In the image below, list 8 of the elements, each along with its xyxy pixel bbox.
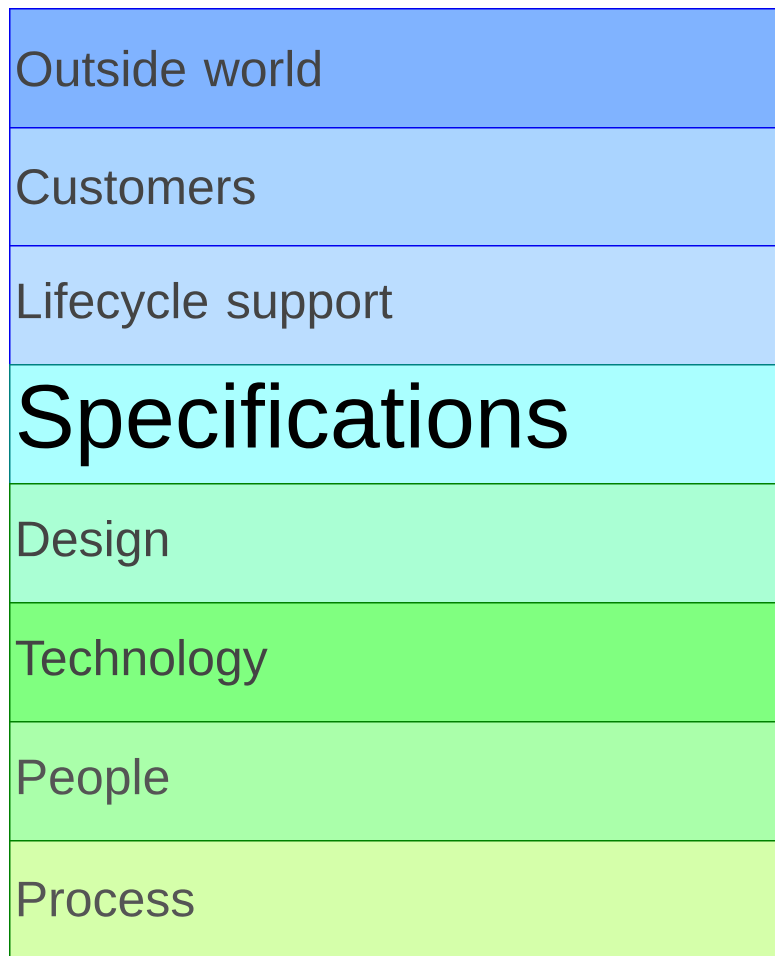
band: Customers <box>9 127 775 246</box>
band: People <box>9 721 775 842</box>
band: Outside world <box>9 8 775 128</box>
band: Technology <box>9 602 775 722</box>
band: Lifecycle support <box>9 245 775 366</box>
band: Process <box>9 840 775 956</box>
band: Specifications <box>9 364 775 484</box>
band: Design <box>9 483 775 604</box>
